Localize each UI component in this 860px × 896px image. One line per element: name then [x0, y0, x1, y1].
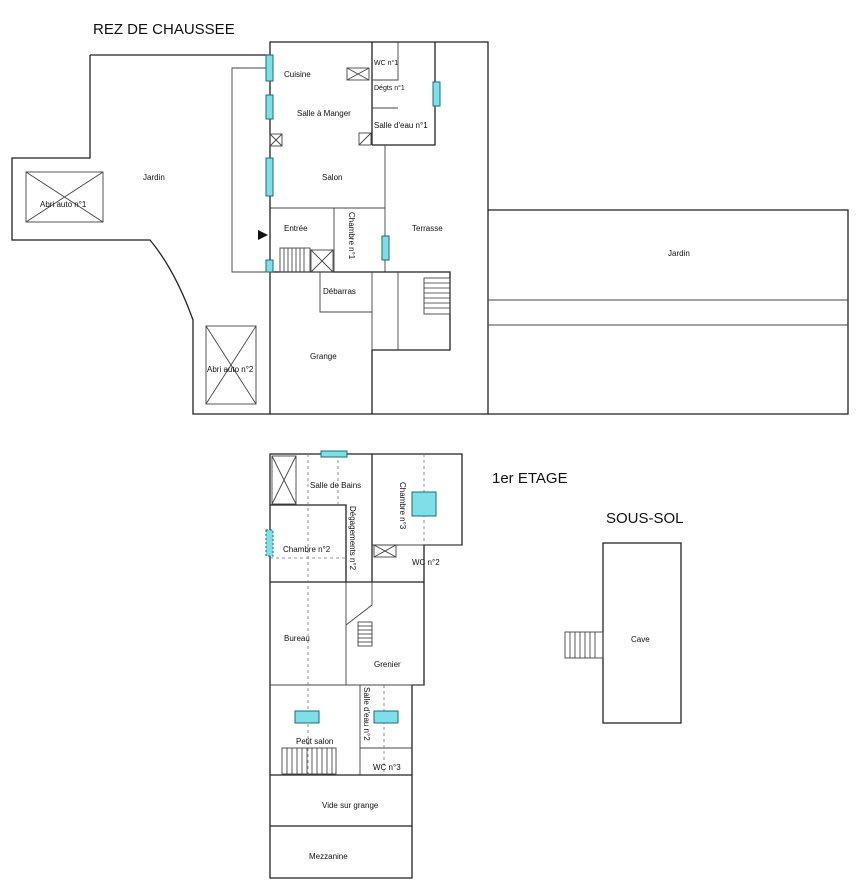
- stairs-icon: [357, 621, 373, 647]
- room-label: Salle à Manger: [297, 109, 351, 118]
- room-label: Dégts n°1: [374, 84, 405, 92]
- room-label: Petit salon: [296, 737, 333, 746]
- room-label: WC n°1: [374, 59, 398, 67]
- floor-title-first: 1er ETAGE: [492, 470, 568, 487]
- window-icon: [373, 710, 399, 724]
- room-label: Vide sur grange: [322, 801, 379, 810]
- window-icon: [381, 235, 390, 261]
- room-label: Abri auto n°2: [207, 365, 254, 374]
- window-icon: [265, 157, 274, 197]
- room-label: WC n°2: [412, 558, 440, 567]
- window-icon: [265, 529, 274, 557]
- room-label: Terrasse: [412, 224, 443, 233]
- window-icon: [265, 54, 274, 82]
- room-label: Chambre n°1: [347, 212, 356, 260]
- room-label: Salon: [322, 173, 342, 182]
- room-label: Dégagements n°2: [348, 506, 357, 571]
- window-icon: [294, 710, 320, 724]
- ground-floor: REZ DE CHAUSSEE Cuisine WC n°1 Dégts n°1…: [11, 21, 849, 415]
- room-label: Mezzanine: [309, 852, 348, 861]
- room-label: Salle d'eau n°2: [362, 687, 371, 741]
- room-label: Jardin: [668, 249, 690, 258]
- floor-title-ground: REZ DE CHAUSSEE: [93, 21, 235, 38]
- stairs-icon: [564, 631, 604, 659]
- room-label: Débarras: [323, 287, 356, 296]
- room-label: Entrée: [284, 224, 308, 233]
- room-label: Grenier: [374, 660, 401, 669]
- window-icon: [265, 259, 274, 273]
- room-label: WC n°3: [373, 763, 401, 772]
- room-label: Cuisine: [284, 70, 311, 79]
- window-icon: [411, 491, 437, 517]
- room-label: Chambre n°2: [283, 545, 331, 554]
- room-label: Chambre n°3: [398, 482, 407, 530]
- first-floor: 1er ETAGE Salle de Bains Chambre n°3 Dég…: [265, 450, 568, 879]
- room-label: Jardin: [143, 173, 165, 182]
- window-icon: [320, 450, 348, 458]
- stairs-icon: [279, 247, 311, 273]
- stairs-icon: [281, 747, 337, 775]
- room-label: Bureau: [284, 634, 310, 643]
- room-label: Salle d'eau n°1: [374, 121, 428, 130]
- room-label: Cave: [631, 635, 650, 644]
- stairs-icon: [423, 277, 451, 315]
- window-icon: [265, 94, 274, 120]
- basement: SOUS-SOL Cave: [564, 510, 684, 724]
- room-label: Salle de Bains: [310, 481, 361, 490]
- room-label: Abri auto n°1: [40, 200, 87, 209]
- floor-title-basement: SOUS-SOL: [606, 510, 684, 527]
- room-label: Grange: [310, 352, 337, 361]
- entry-arrow-icon: [258, 230, 268, 240]
- window-icon: [432, 81, 441, 107]
